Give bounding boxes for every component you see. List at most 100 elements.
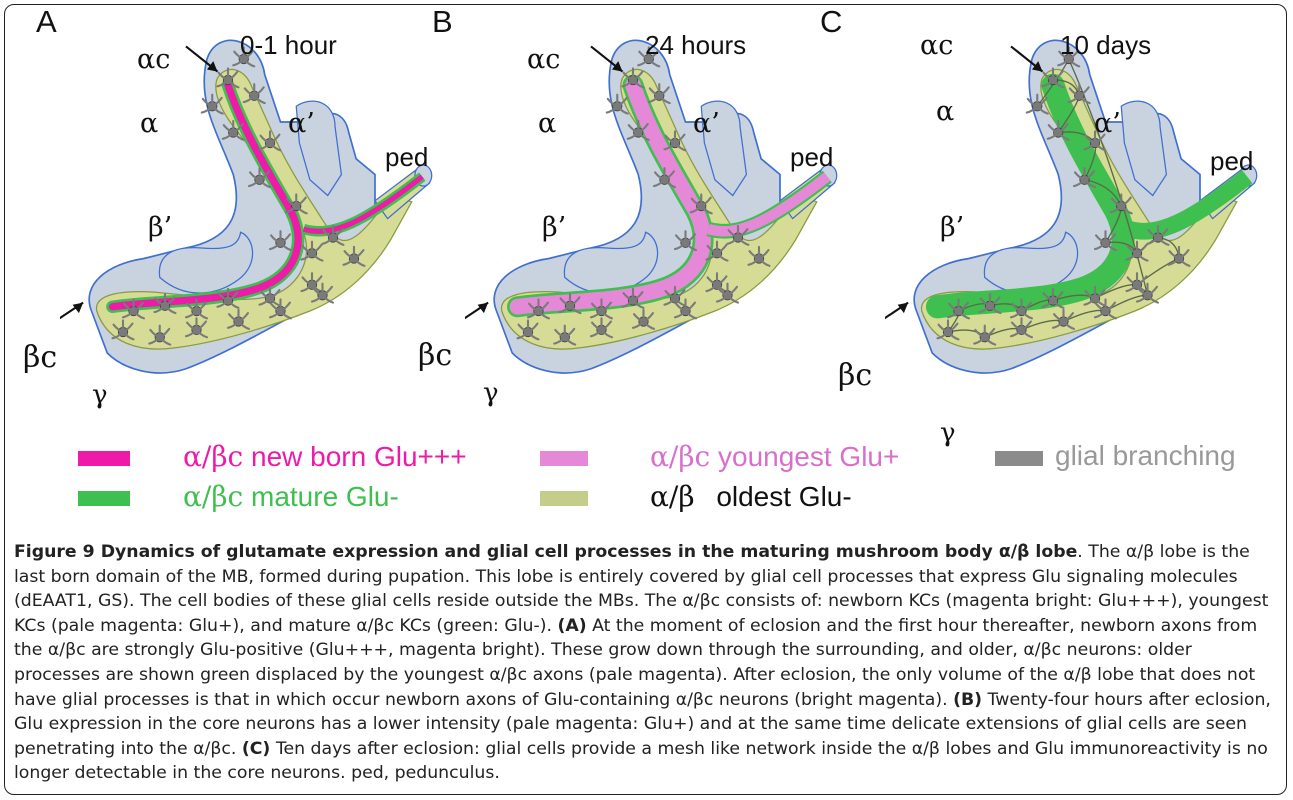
glia-process	[978, 304, 992, 314]
lobe-group	[60, 39, 433, 374]
glia-process	[957, 309, 971, 320]
glia-process	[705, 283, 719, 293]
glia-process	[237, 320, 251, 330]
legend-swatch-newborn	[78, 451, 130, 466]
panel-a-alpha-c-label: αc	[137, 44, 171, 75]
glia-process	[673, 141, 687, 152]
glia-process	[537, 309, 551, 320]
glia-process	[1020, 309, 1034, 320]
legend-swatch-mature	[78, 491, 130, 506]
glia-process	[1120, 204, 1133, 215]
glia-process	[600, 309, 614, 320]
panel-c-beta-prime-label: β’	[940, 212, 965, 243]
glia-process	[226, 299, 240, 309]
glia-process	[300, 283, 314, 293]
legend-youngest-text: youngest Glu+	[718, 441, 900, 472]
figure-frame	[4, 4, 1287, 795]
lobe-group	[885, 39, 1258, 374]
glia-process	[200, 105, 214, 114]
alpha-c-arrowhead	[207, 61, 218, 72]
glia-process	[946, 309, 960, 319]
panel-a-alpha-label: α	[140, 108, 159, 139]
legend-label-youngest: α/βc youngest Glu+	[650, 440, 899, 473]
glia-mesh	[1068, 58, 1149, 296]
panel-c-time: 10 days	[1060, 30, 1152, 60]
glia-process	[1125, 283, 1139, 293]
glia-process	[726, 236, 740, 245]
mature-fibre-ped	[1126, 169, 1253, 240]
panel-b-beta-c-label: βc	[418, 338, 453, 373]
glia-process	[216, 78, 230, 88]
glia-process	[605, 105, 619, 114]
glia-process	[211, 105, 224, 115]
glia-process	[1041, 78, 1055, 88]
glia-process	[158, 336, 172, 346]
glia-process	[626, 131, 640, 140]
legend-swatch-glial	[995, 451, 1043, 466]
glia-process	[121, 330, 135, 341]
glia-process	[1093, 241, 1107, 251]
alpha-c-arrowhead	[612, 61, 623, 72]
caption-body: . The α/β lobe is the last born domain o…	[14, 542, 1269, 636]
glia-process	[226, 78, 240, 89]
alpha-prime-lobe	[1120, 100, 1168, 197]
panel-c-gamma-label: γ	[940, 418, 956, 448]
glia-process	[757, 257, 771, 267]
legend-oldest-greek: α/β	[650, 480, 695, 513]
beta-c-arrowhead	[897, 302, 909, 314]
glia-process	[279, 241, 293, 252]
caption-c-text: Ten days after eclosion: glial cells pro…	[14, 738, 1268, 784]
beta-c-arrowhead	[477, 302, 489, 314]
newborn-fibre	[108, 81, 302, 311]
glia-process	[1177, 257, 1191, 267]
glia-process	[1067, 57, 1081, 68]
glia-process	[1156, 236, 1170, 246]
glia-process	[715, 294, 729, 303]
beta-c-arrowhead	[72, 302, 84, 314]
glia-process	[589, 309, 603, 319]
legend-label-newborn: α/βc new born Glu+++	[183, 440, 467, 473]
panel-a-gamma-label: γ	[92, 380, 108, 410]
glia-process	[1135, 294, 1149, 303]
glia-process	[321, 236, 335, 245]
legend-newborn-text: new born Glu+++	[251, 441, 467, 472]
glia-process	[1135, 252, 1149, 262]
alpha-c-arrowhead	[1032, 61, 1043, 72]
glia-process	[616, 105, 629, 115]
glia-process	[352, 257, 366, 267]
legend-newborn-greek: α/βc	[183, 440, 244, 473]
panel-c-ped-label: ped	[1210, 146, 1254, 176]
alpha-beta-core	[501, 68, 818, 350]
glia-process	[195, 328, 209, 339]
glia-process	[1093, 309, 1107, 319]
glia-process	[216, 299, 230, 308]
alpha-prime-lobe	[700, 100, 748, 197]
panel-a-diagram	[60, 39, 433, 374]
glia-process	[936, 330, 950, 340]
legend-mature-text: mature Glu-	[251, 481, 399, 512]
glia-process	[232, 57, 245, 67]
glia-process	[1146, 294, 1160, 304]
alpha-beta-core	[921, 68, 1238, 350]
glia-process	[1057, 57, 1070, 67]
glia-process	[747, 257, 761, 266]
panel-c-alpha-prime-label: α’	[1094, 108, 1121, 139]
glia-process	[1041, 299, 1055, 308]
youngest-fibre-ped	[707, 172, 831, 237]
panel-b-gamma-label: γ	[483, 378, 499, 408]
glia-process	[631, 320, 645, 329]
glia-process	[1104, 309, 1118, 320]
glia-process	[647, 57, 661, 68]
panel-a-ped-label: ped	[385, 142, 429, 172]
glia-process	[973, 336, 986, 345]
newborn-fibre-ped	[302, 174, 424, 234]
glia-process	[946, 330, 960, 341]
alpha-prime-lobe	[295, 100, 343, 197]
caption-b-label: (B)	[953, 689, 983, 710]
panel-b-alpha-prime-label: α’	[693, 108, 720, 139]
caption-a-text: At the moment of eclosion and the first …	[14, 615, 1258, 710]
glia-process	[726, 294, 740, 304]
panel-a-beta-c-label: βc	[23, 340, 58, 375]
glia-process	[647, 94, 661, 104]
caption-title: Figure 9 Dynamics of glutamate expressio…	[14, 542, 1078, 562]
